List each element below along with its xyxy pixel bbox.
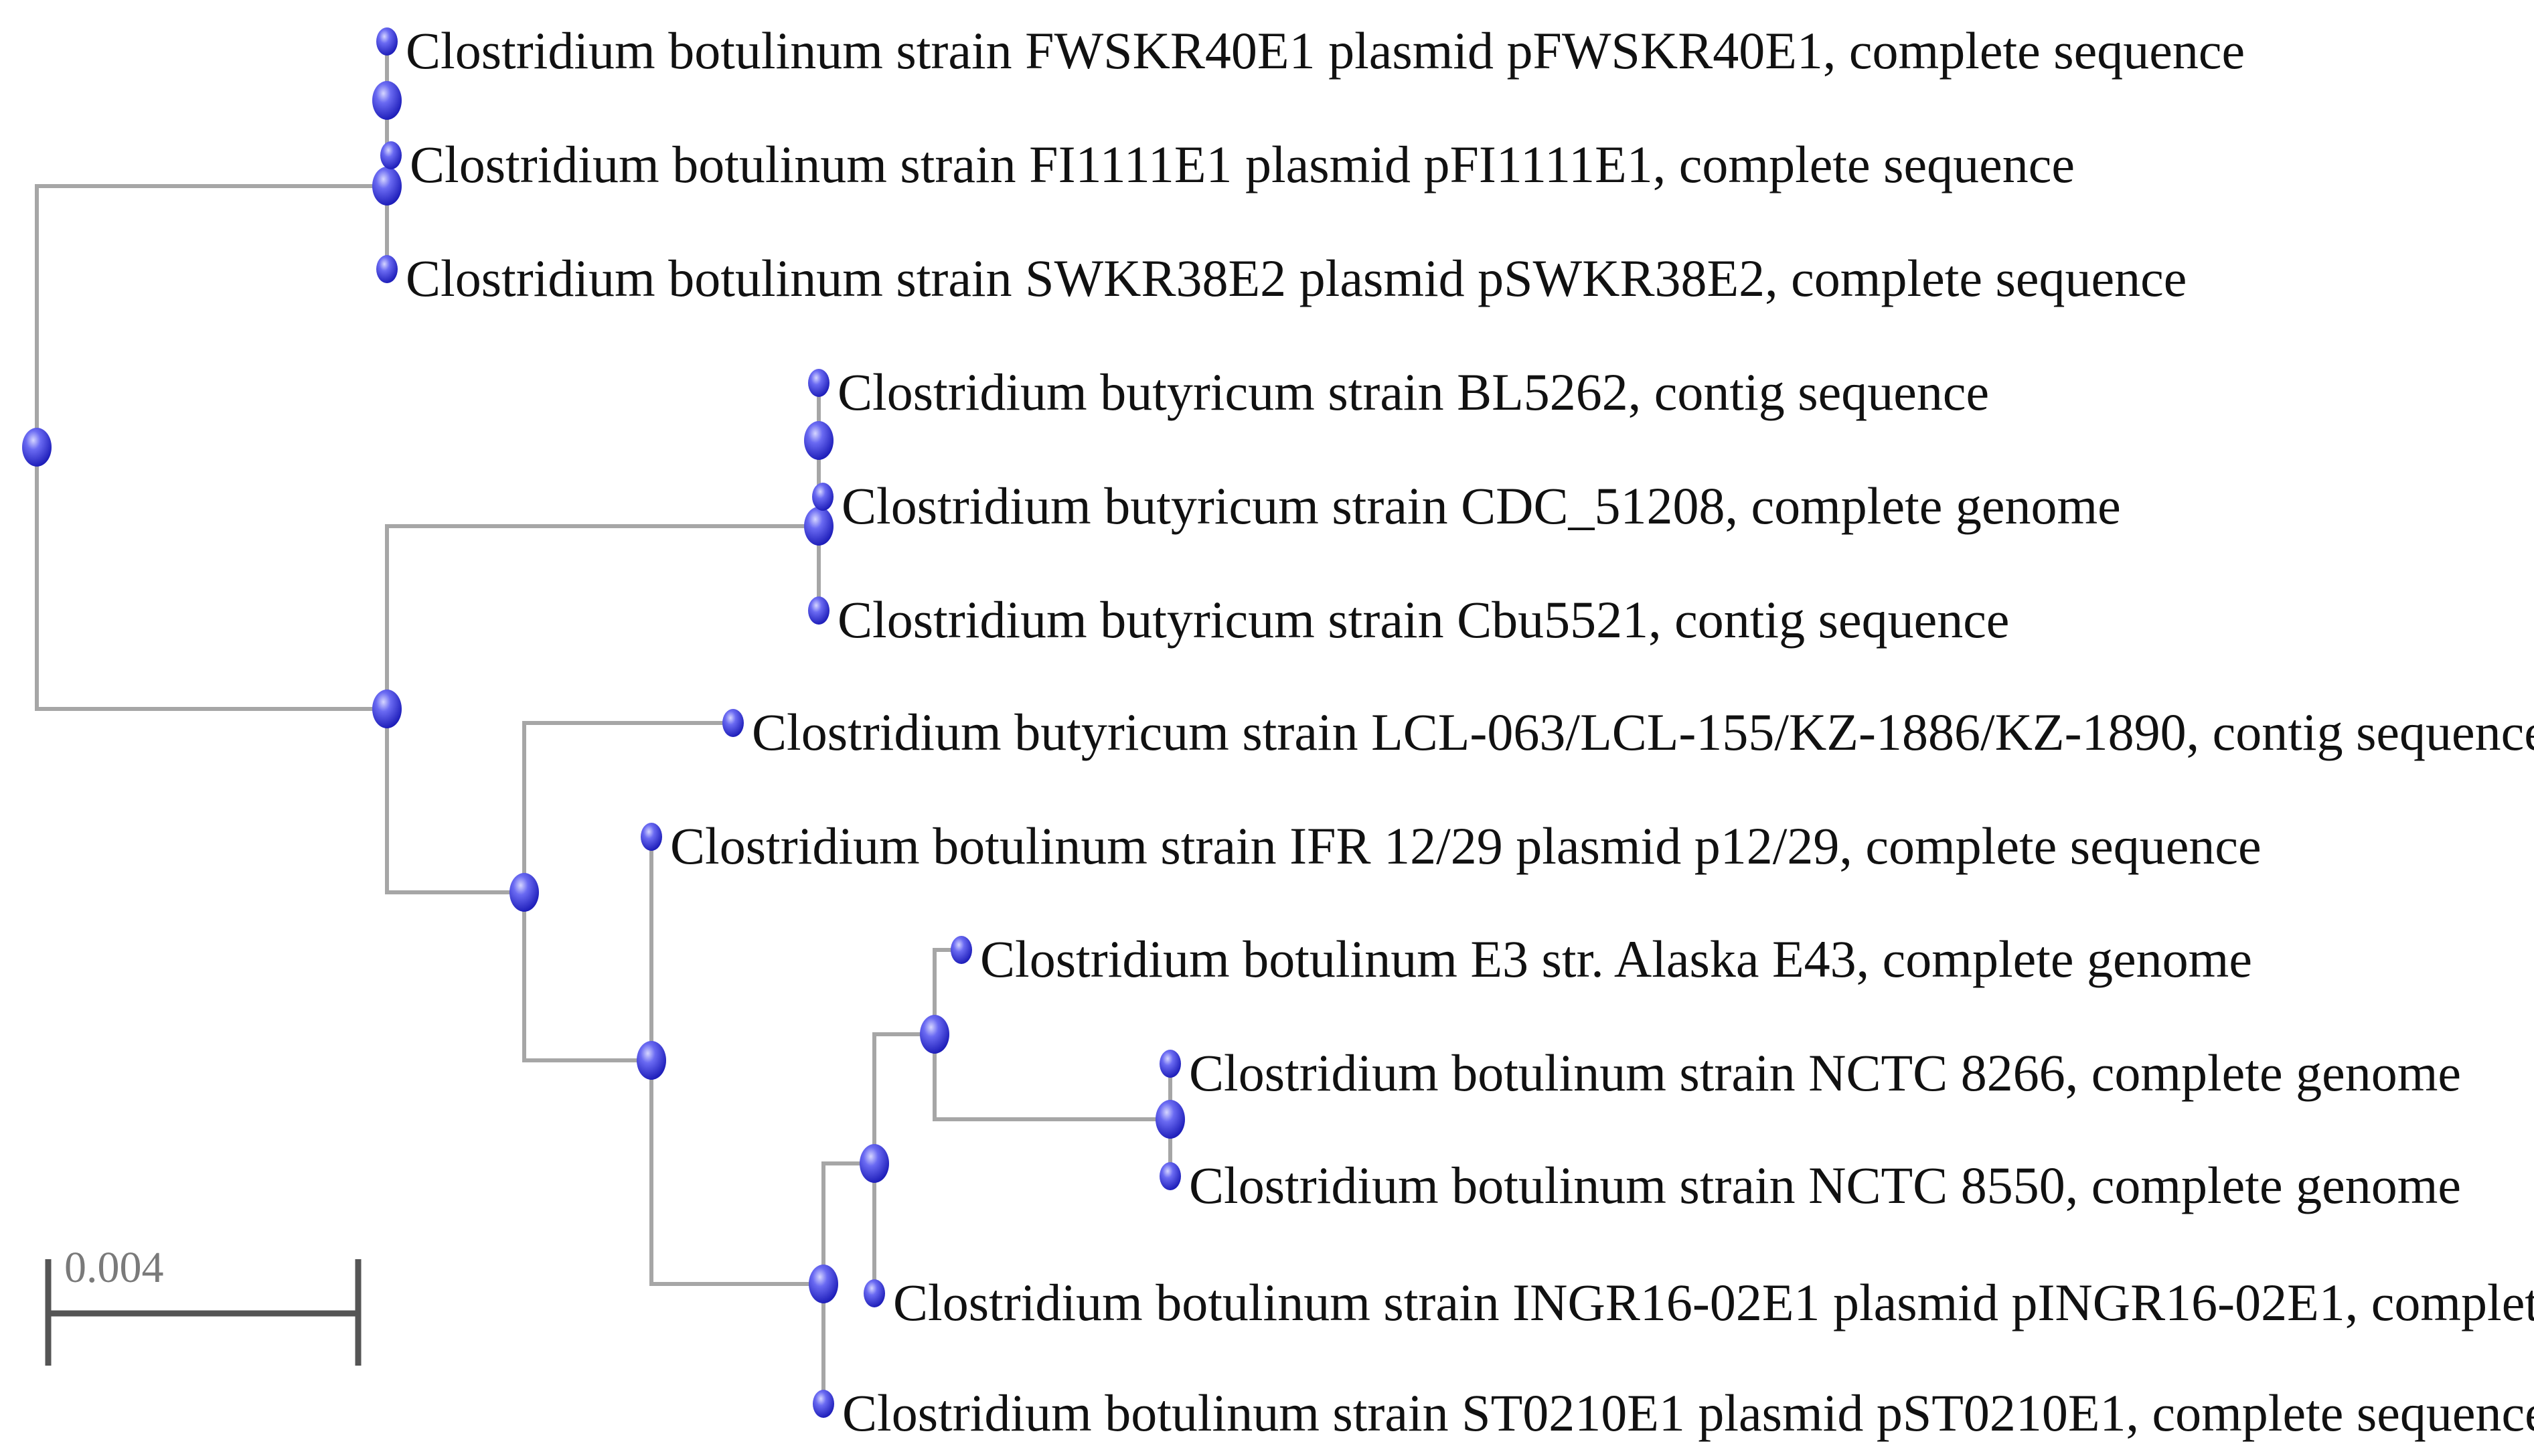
- tip-node: [812, 483, 834, 511]
- branch-node-g-top: [872, 1032, 937, 1165]
- leaf-label: Clostridium botulinum strain FWSKR40E1 p…: [406, 21, 2245, 80]
- leaf-st0210e1: Clostridium botulinum strain ST0210E1 pl…: [813, 1384, 2534, 1442]
- leaf-fwskr40e1: Clostridium botulinum strain FWSKR40E1 p…: [376, 21, 2245, 80]
- branch-root-bottom: [35, 445, 389, 711]
- leaf-label: Clostridium botulinum strain NCTC 8266, …: [1189, 1044, 2461, 1102]
- leaf-lcl063: Clostridium butyricum strain LCL-063/LCL…: [722, 703, 2534, 761]
- scale-bar-label: 0.004: [64, 1243, 164, 1292]
- leaf-nctc8550: Clostridium botulinum strain NCTC 8550, …: [1160, 1156, 2461, 1214]
- leaf-cbu5521: Clostridium butyricum strain Cbu5521, co…: [808, 590, 2009, 649]
- leaf-list: Clostridium botulinum strain FWSKR40E1 p…: [376, 21, 2534, 1442]
- leaf-ifr1229: Clostridium botulinum strain IFR 12/29 p…: [641, 817, 2262, 875]
- leaf-label: Clostridium botulinum strain IFR 12/29 p…: [670, 817, 2262, 875]
- node-i: [1156, 1100, 1185, 1139]
- leaf-label: Clostridium botulinum strain SWKR38E2 pl…: [406, 249, 2187, 307]
- tip-node: [722, 709, 744, 737]
- node-root: [22, 428, 52, 467]
- node-clade-c-1: [804, 421, 834, 460]
- tip-node: [376, 27, 398, 56]
- node-b: [372, 690, 402, 728]
- leaf-label: Clostridium botulinum E3 str. Alaska E43…: [980, 930, 2252, 988]
- node-f: [809, 1265, 838, 1303]
- leaf-fi1111e1: Clostridium botulinum strain FI1111E1 pl…: [380, 135, 2075, 193]
- leaf-cdc51208: Clostridium butyricum strain CDC_51208, …: [812, 477, 2121, 535]
- tip-node: [641, 823, 662, 851]
- scale-bar-line: [45, 1259, 362, 1366]
- internal-nodes: [22, 81, 1185, 1303]
- tip-node: [380, 141, 402, 169]
- leaf-label: Clostridium butyricum strain LCL-063/LCL…: [752, 703, 2534, 761]
- leaf-swkr38e2: Clostridium botulinum strain SWKR38E2 pl…: [376, 249, 2187, 307]
- branch-node-f-up: [821, 1161, 876, 1286]
- branch-node-d-top: [522, 721, 735, 894]
- node-h: [920, 1015, 949, 1054]
- branch-node-h-bottom: [933, 1032, 1172, 1121]
- leaf-label: Clostridium botulinum strain INGR16-02E1…: [893, 1273, 2534, 1331]
- leaf-label: Clostridium botulinum strain FI1111E1 pl…: [410, 135, 2075, 193]
- leaf-label: Clostridium butyricum strain CDC_51208, …: [842, 477, 2121, 535]
- tip-node: [376, 255, 398, 283]
- tip-node: [1160, 1050, 1181, 1078]
- node-clade-c-2: [804, 507, 834, 546]
- node-clade-a-1: [372, 81, 402, 120]
- leaf-label: Clostridium butyricum strain Cbu5521, co…: [838, 590, 2009, 649]
- branch-node-e-bottom: [649, 1058, 825, 1286]
- tip-node: [864, 1279, 885, 1307]
- branch-node-b-top: [385, 524, 821, 711]
- leaf-bl5262: Clostridium butyricum strain BL5262, con…: [808, 363, 1989, 421]
- branch-root-top: [35, 184, 389, 449]
- tip-node: [951, 936, 972, 964]
- leaf-nctc8266: Clostridium botulinum strain NCTC 8266, …: [1160, 1044, 2461, 1102]
- leaf-alaska-e43: Clostridium botulinum E3 str. Alaska E43…: [951, 930, 2252, 988]
- leaf-label: Clostridium butyricum strain BL5262, con…: [838, 363, 1989, 421]
- node-d: [509, 873, 539, 912]
- tip-node: [813, 1390, 834, 1418]
- leaf-ingr1602e1: Clostridium botulinum strain INGR16-02E1…: [864, 1273, 2534, 1331]
- leaf-label: Clostridium botulinum strain ST0210E1 pl…: [842, 1384, 2534, 1442]
- tip-node: [1160, 1162, 1181, 1190]
- scale-bar: 0.004: [45, 1243, 362, 1366]
- leaf-label: Clostridium botulinum strain NCTC 8550, …: [1189, 1156, 2461, 1214]
- branch-node-d-bottom: [522, 890, 653, 1062]
- node-e: [637, 1041, 666, 1080]
- tip-node: [808, 596, 829, 625]
- tip-node: [808, 369, 829, 397]
- branch-node-b-bottom: [385, 707, 526, 894]
- node-clade-a-2: [372, 167, 402, 206]
- node-g: [860, 1144, 889, 1183]
